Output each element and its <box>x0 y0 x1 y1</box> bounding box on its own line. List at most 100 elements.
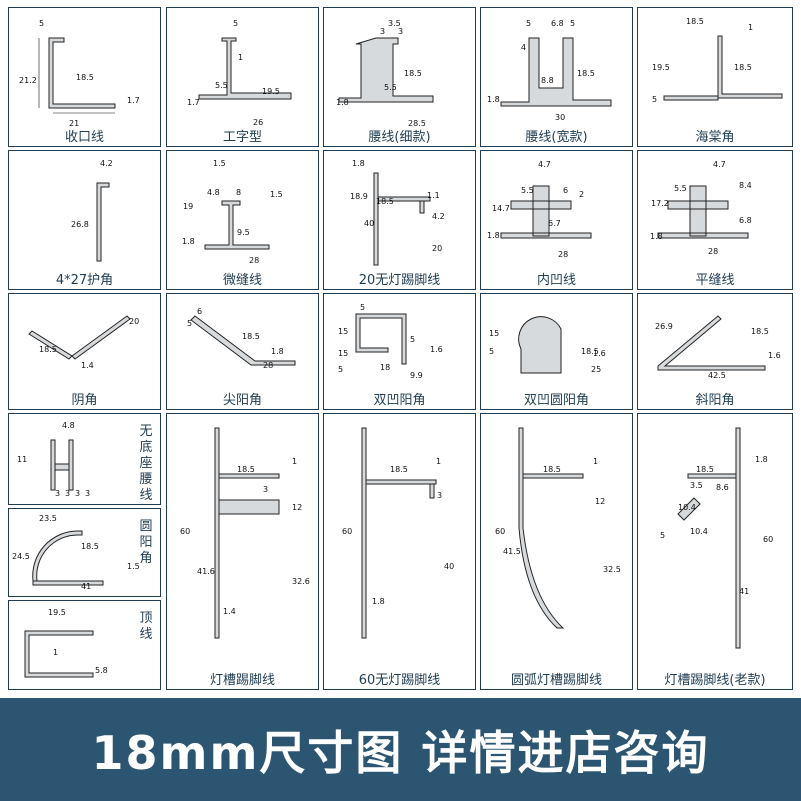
dimension-label: 19.5 <box>652 63 670 72</box>
profile-name: 工字型 <box>222 130 262 145</box>
profile-diagram: 19.515.8 <box>24 608 108 678</box>
dimension-label: 23.5 <box>39 514 57 523</box>
dimension-label: 5 <box>410 335 415 344</box>
profile-name: 圆弧灯槽踢脚线 <box>510 673 602 688</box>
profile-shape <box>28 315 131 360</box>
dimension-label: 18.5 <box>686 17 704 26</box>
profile-shape <box>663 35 783 101</box>
dimension-line <box>38 38 115 114</box>
profile-diagram: 26.918.51.642.5 <box>655 315 781 380</box>
dimension-label: 18.5 <box>577 69 595 78</box>
profile-shape <box>198 37 292 100</box>
profile-shape <box>24 630 94 678</box>
profile-shape <box>361 427 437 639</box>
dimension-label: 21.2 <box>19 76 37 85</box>
profile-shape <box>518 316 562 374</box>
dimension-label: 41.5 <box>503 547 521 556</box>
dimension-label: 1 <box>292 457 297 466</box>
dimension-label: 1.8 <box>755 455 768 464</box>
dimension-label: 5 <box>570 19 575 28</box>
profile-name: 腰线(宽款) <box>525 130 588 145</box>
dimension-label: 41 <box>739 587 749 596</box>
dimension-label: 18.9 <box>350 192 368 201</box>
dimension-label: 1.8 <box>336 98 349 107</box>
dimension-label: 41 <box>81 582 91 591</box>
dimension-label: 19.5 <box>48 608 66 617</box>
dimension-label: 1.8 <box>271 347 284 356</box>
dimension-label: 1.8 <box>372 597 385 606</box>
dimension-label: 26.9 <box>655 322 673 331</box>
dimension-label: 1.8 <box>487 231 500 240</box>
profile-shape <box>373 172 431 266</box>
dimension-label: 4.2 <box>432 212 445 221</box>
dimension-label: 25 <box>591 365 601 374</box>
dimension-label: 11 <box>17 455 27 464</box>
profile-name: 微缝线 <box>222 273 262 288</box>
dimension-label: 4.7 <box>538 160 551 169</box>
dimension-label: 5 <box>360 303 365 312</box>
dimension-label: 15 <box>338 327 348 336</box>
dimension-label: 3 <box>263 485 268 494</box>
dimension-label: 5 <box>233 19 238 28</box>
dimension-label: 6 <box>197 307 202 316</box>
dimension-label: 5.5 <box>521 186 534 195</box>
dimension-label: 1.4 <box>81 361 94 370</box>
dimension-label: 28 <box>249 256 259 265</box>
dimension-label: 32.6 <box>292 577 310 586</box>
profile-name: 平缝线 <box>695 273 735 288</box>
dimension-label: 3 <box>55 489 60 498</box>
profile-diagram: 515.519.51.726 <box>187 19 292 127</box>
dimension-label: 5.5 <box>384 83 397 92</box>
dimension-label: 8.8 <box>541 76 554 85</box>
dimension-label: 60 <box>495 527 505 536</box>
dimension-label: 28 <box>558 250 568 259</box>
dimension-label: 1.1 <box>427 191 440 200</box>
profile-name: 灯槽踢脚线(老款) <box>664 673 766 688</box>
dimension-label: 18.5 <box>390 465 408 474</box>
banner-text: 18mm尺寸图 详情进店咨询 <box>91 725 710 780</box>
profile-name: 阴角 <box>71 393 98 408</box>
dimension-label: 1 <box>436 457 441 466</box>
dimension-label: 3 <box>75 489 80 498</box>
dimension-label: 9.9 <box>410 371 423 380</box>
dimension-label: 1.8 <box>182 237 195 246</box>
dimension-label: 8.6 <box>716 483 729 492</box>
dimension-label: 5.5 <box>215 81 228 90</box>
dimension-label: 1.8 <box>352 159 365 168</box>
dimension-label: 6.7 <box>548 219 561 228</box>
dimension-label: 4 <box>521 43 526 52</box>
profile-name: 内凹线 <box>536 273 576 288</box>
dimension-label: 60 <box>180 527 190 536</box>
profile-name: 收口线 <box>64 130 104 145</box>
dimension-label: 18.5 <box>39 345 57 354</box>
dimension-label: 1.8 <box>650 232 663 241</box>
dimension-label: 1 <box>748 23 753 32</box>
dimension-label: 18.5 <box>734 63 752 72</box>
dimension-label: 5 <box>338 365 343 374</box>
dimension-label: 12 <box>595 497 605 506</box>
profile-name: 腰线(细款) <box>368 130 431 145</box>
dimension-label: 4.7 <box>713 160 726 169</box>
dimension-label: 5 <box>187 319 192 328</box>
profile-name: 20无灯踢脚线 <box>358 273 441 288</box>
dimension-label: 1.6 <box>430 345 443 354</box>
dimension-label: 3 <box>65 489 70 498</box>
profile-diagram: 4.226.8 <box>71 159 113 262</box>
profile-shape <box>500 185 592 239</box>
